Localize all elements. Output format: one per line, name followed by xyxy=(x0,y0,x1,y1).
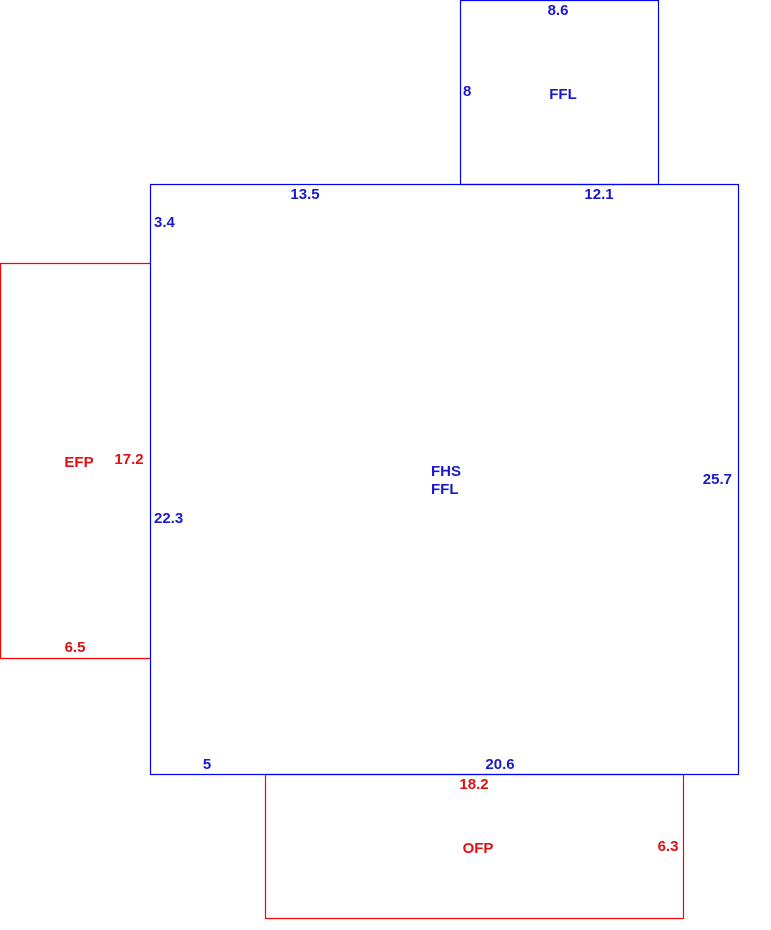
main-area-outline xyxy=(149,183,740,776)
main-bottom-right-dimension: 20.6 xyxy=(485,756,514,773)
bottom-porch-area-code: OFP xyxy=(463,840,494,857)
upper-top-dimension: 8.6 xyxy=(548,2,569,19)
bottom-porch-right-dimension: 6.3 xyxy=(658,838,679,855)
upper-left-dimension: 8 xyxy=(463,83,471,100)
left-porch-right-dimension: 17.2 xyxy=(114,451,143,468)
main-top-left-dimension: 13.5 xyxy=(290,186,319,203)
main-left-upper-dimension: 3.4 xyxy=(154,214,176,231)
main-area: 13.5 12.1 3.4 22.3 25.7 5 20.6 FHS FFL xyxy=(149,183,740,776)
left-porch: EFP 17.2 6.5 xyxy=(0,262,151,660)
left-porch-area-code: EFP xyxy=(64,454,93,471)
main-right-dimension: 25.7 xyxy=(703,471,732,488)
bottom-porch: 18.2 OFP 6.3 xyxy=(264,773,685,920)
upper-addition: 8.6 8 FFL xyxy=(459,0,660,186)
main-top-right-dimension: 12.1 xyxy=(584,186,613,203)
main-left-lower-dimension: 22.3 xyxy=(154,510,183,527)
left-porch-outline xyxy=(0,262,151,660)
left-porch-bottom-dimension: 6.5 xyxy=(65,639,86,656)
main-bottom-left-dimension: 5 xyxy=(203,756,211,773)
main-area-code-1: FHS xyxy=(431,463,461,480)
main-area-code-2: FFL xyxy=(431,481,459,498)
upper-area-code: FFL xyxy=(549,86,577,103)
bottom-porch-top-dimension: 18.2 xyxy=(459,776,488,793)
